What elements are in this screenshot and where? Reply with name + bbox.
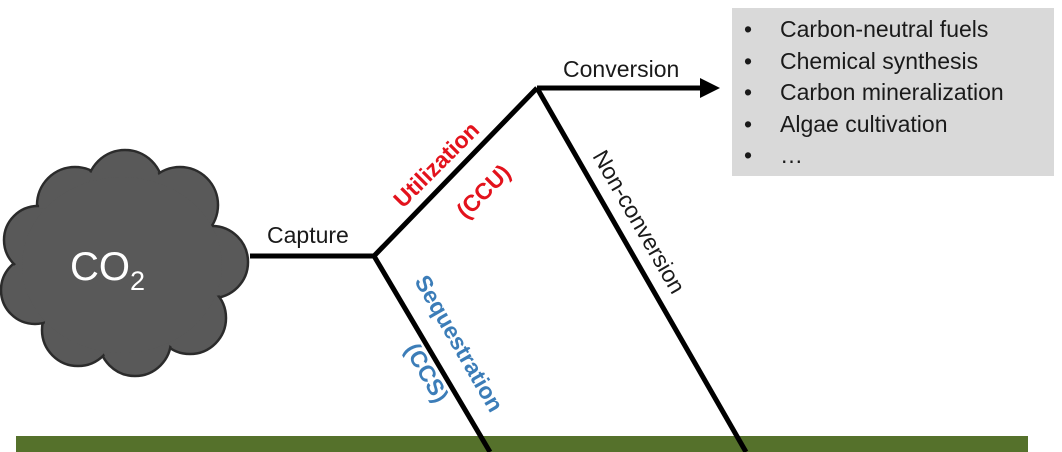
bullet-icon: • — [744, 110, 753, 137]
utilization-line — [372, 86, 539, 258]
capture-label: Capture — [267, 222, 349, 248]
list-item: •… — [740, 140, 1054, 172]
bullet-icon: • — [744, 142, 753, 168]
application-label: Carbon-neutral fuels — [780, 16, 989, 42]
co2-label: CO2 — [70, 245, 145, 296]
bullet-icon: • — [744, 16, 753, 42]
list-item: • Carbon-neutral fuels — [740, 14, 1054, 46]
applications-list: • Carbon-neutral fuels • Chemical synthesi… — [740, 14, 1054, 172]
conversion-applications-box: • Carbon-neutral fuels • Chemical synthesi… — [732, 8, 1054, 176]
application-label: … — [780, 142, 803, 168]
list-item: • Chemical synthesis — [740, 46, 1054, 78]
conversion-label: Conversion — [563, 56, 679, 82]
bullet-icon: • — [744, 79, 753, 105]
bullet-icon: • — [744, 47, 753, 74]
application-label: Chemical synthesis — [780, 47, 979, 74]
non-conversion-label: Non-conversion — [588, 146, 691, 299]
conversion-arrowhead — [700, 78, 720, 98]
application-label: Algae cultivation — [780, 110, 948, 137]
non-conversion-line — [534, 86, 749, 452]
list-item: • Carbon mineralization — [740, 77, 1054, 109]
ground-layer — [16, 436, 1028, 452]
co2-cloud-fill — [3, 152, 246, 374]
sequestration-line — [371, 254, 493, 452]
application-label: Carbon mineralization — [780, 79, 1004, 105]
ccs-label: (CCS) — [400, 339, 454, 407]
list-item: • Algae cultivation — [740, 109, 1054, 141]
